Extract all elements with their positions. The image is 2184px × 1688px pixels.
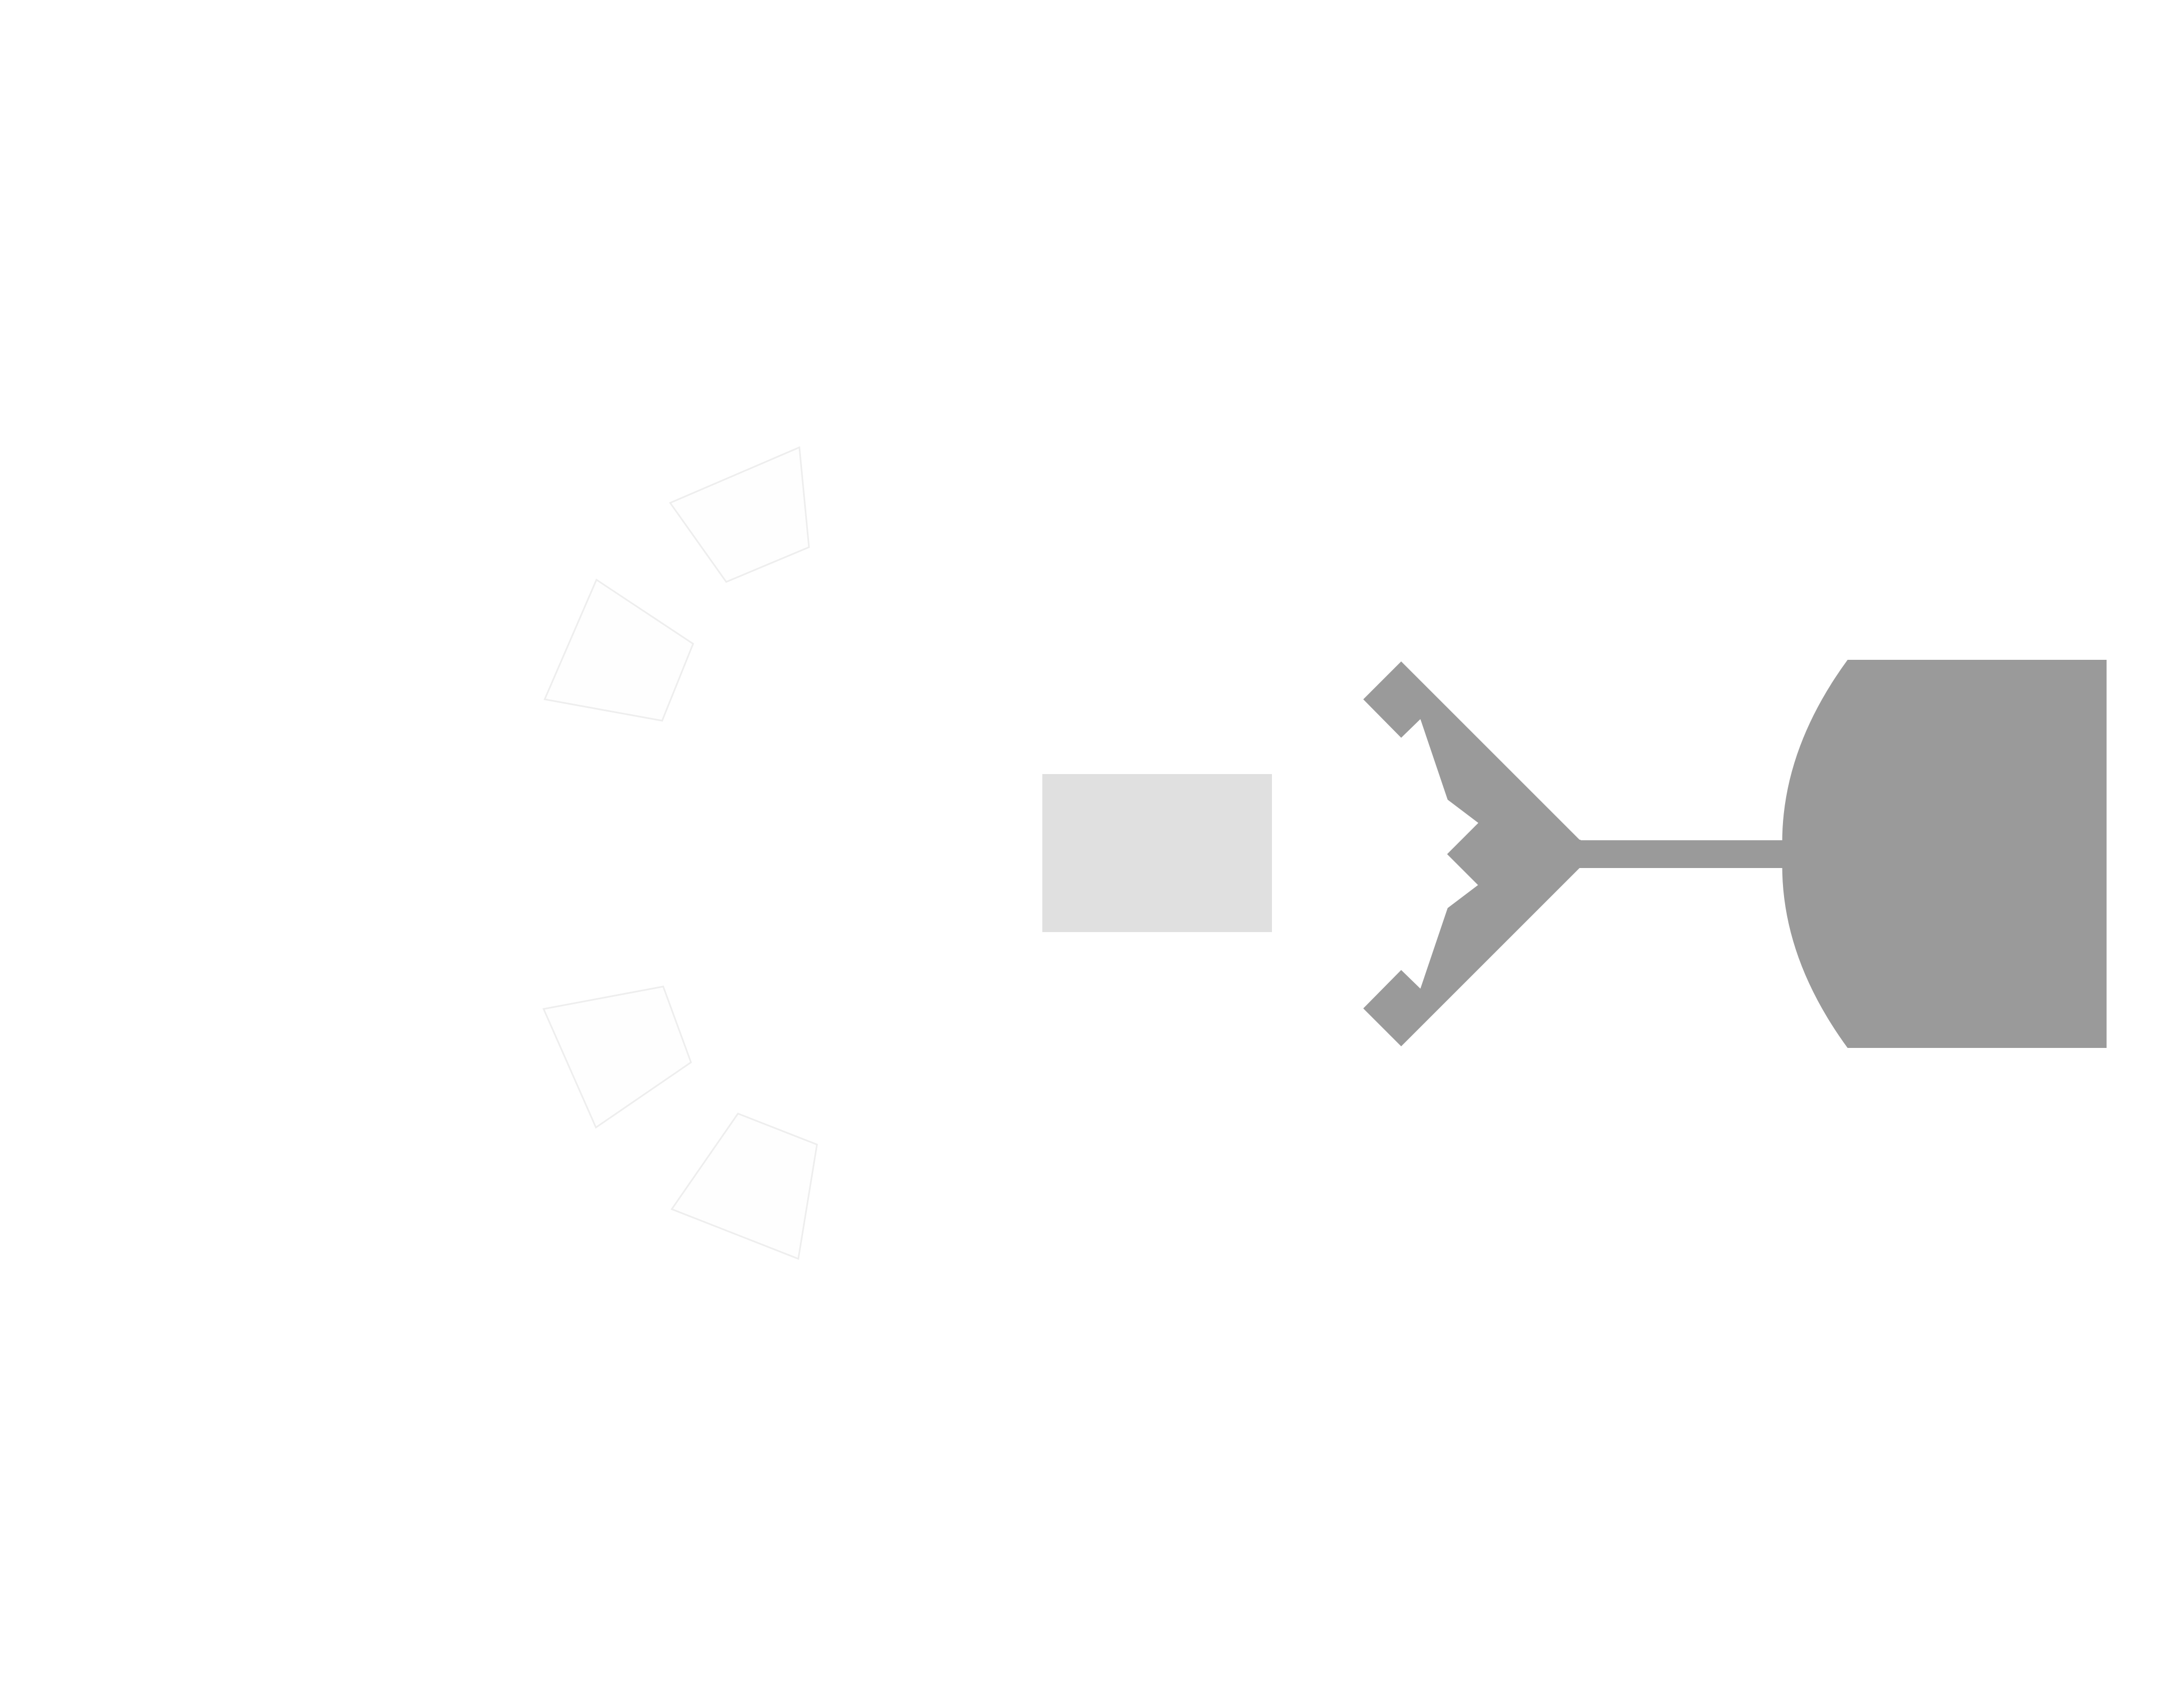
fragment-icon — [669, 446, 810, 583]
fragment-icon — [543, 578, 694, 722]
scattered-fragments — [542, 446, 818, 1260]
fragment-icon — [542, 985, 692, 1129]
rounded-base-icon — [1782, 660, 2107, 1048]
rectangle-block-icon — [1042, 774, 1272, 932]
fragment-icon — [670, 1113, 818, 1260]
gripper-arm — [1575, 840, 1789, 868]
gripper-claw-icon — [1363, 661, 1789, 1046]
gripper-wedge — [1447, 800, 1581, 909]
